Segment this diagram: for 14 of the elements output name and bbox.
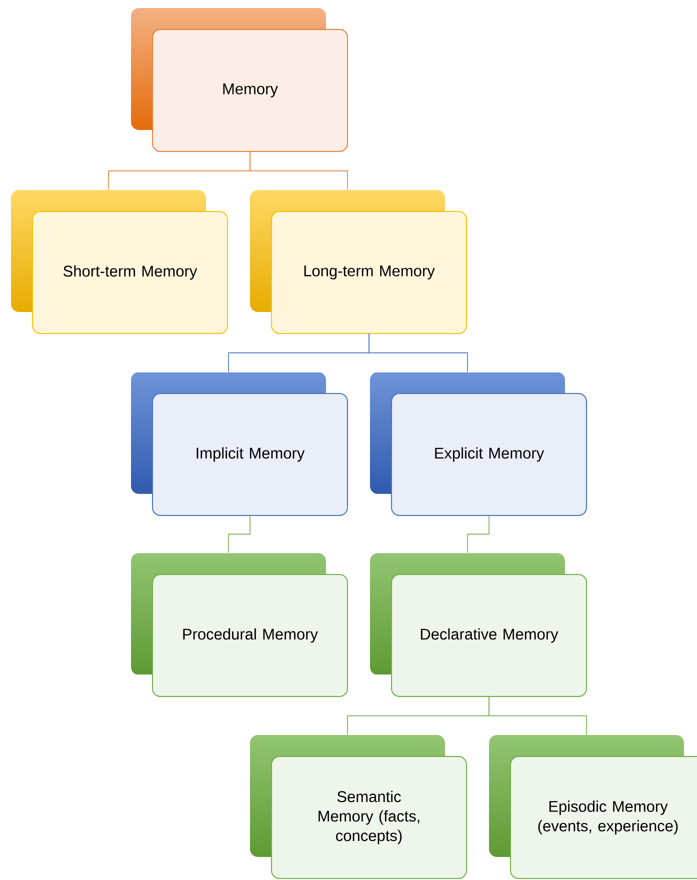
- memory-box: Explicit Memory: [391, 393, 587, 516]
- connector-line: [467, 515, 490, 554]
- memory-box: Semantic Memory (facts, concepts): [271, 756, 467, 879]
- connector-line: [368, 333, 468, 372]
- memory-box: Declarative Memory: [391, 574, 587, 697]
- memory-box: Episodic Memory (events, experience): [510, 756, 697, 879]
- memory-box: Memory: [152, 29, 348, 152]
- connector-line: [228, 515, 250, 554]
- memory-box: Procedural Memory: [152, 574, 348, 697]
- connector-line: [250, 151, 348, 190]
- connector-line: [488, 696, 587, 736]
- memory-box: Implicit Memory: [152, 393, 348, 516]
- memory-box: Long-term Memory: [271, 211, 467, 334]
- memory-box: Short-term Memory: [32, 211, 228, 334]
